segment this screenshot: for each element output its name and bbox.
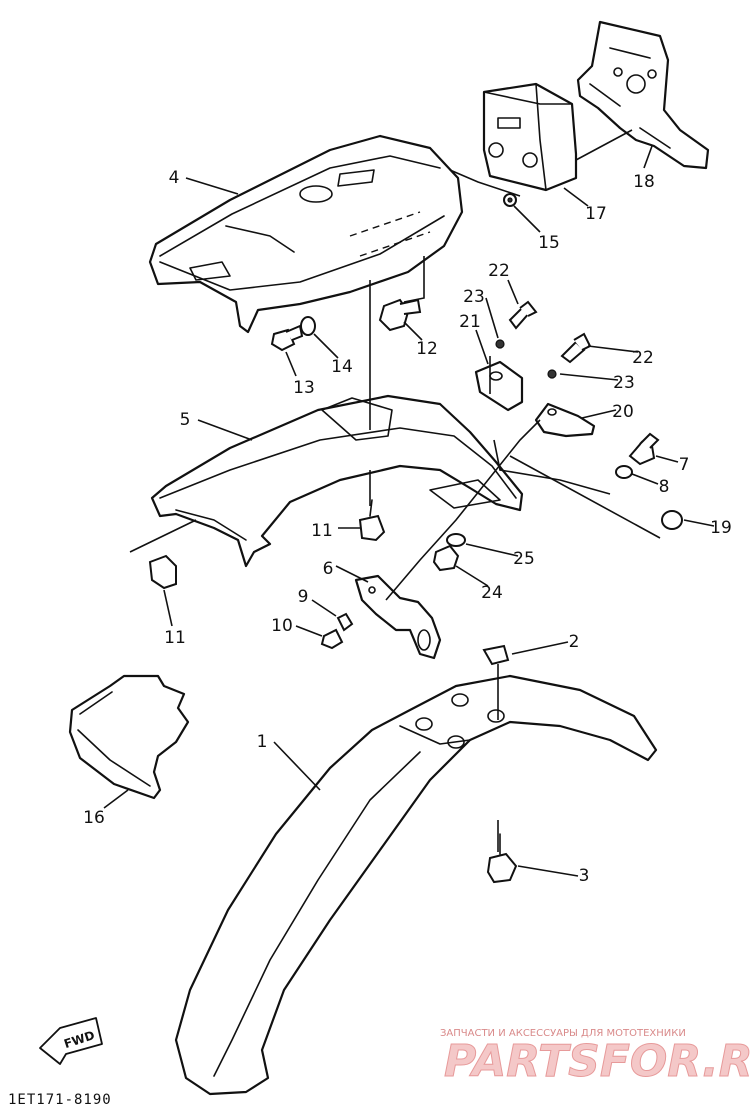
hardware — [148, 193, 683, 884]
callout-19: 19 — [710, 518, 732, 538]
assembly-lines — [129, 129, 661, 852]
callout-18: 18 — [633, 172, 655, 192]
callout-12: 12 — [416, 339, 438, 359]
callout-17: 17 — [585, 204, 607, 224]
callout-11: 11 — [311, 521, 333, 541]
callout-14: 14 — [331, 357, 353, 377]
callout-4: 4 — [169, 168, 180, 188]
callout-1: 1 — [257, 732, 268, 752]
diagram-code: 1ET171-8190 — [8, 1092, 112, 1108]
callout-3: 3 — [579, 866, 590, 886]
callout-11: 11 — [164, 628, 186, 648]
forward-arrow-icon: FWD — [39, 1017, 103, 1065]
callout-9: 9 — [298, 587, 309, 607]
callout-13: 13 — [293, 378, 315, 398]
callout-22: 22 — [632, 348, 654, 368]
tail-lamp-part-17 — [482, 82, 578, 192]
taillight-bracket-part-18 — [576, 20, 710, 170]
rear-fender-inner-part-5 — [150, 394, 524, 568]
bracket-part-21 — [474, 360, 524, 412]
callout-6: 6 — [323, 559, 334, 579]
callout-7: 7 — [679, 455, 690, 475]
callout-10: 10 — [271, 616, 293, 636]
callout-2: 2 — [569, 632, 580, 652]
callout-15: 15 — [538, 233, 560, 253]
callout-16: 16 — [83, 808, 105, 828]
front-fender-part-1 — [174, 674, 658, 1096]
bracket-part-20 — [534, 402, 596, 438]
callout-21: 21 — [459, 312, 481, 332]
rear-cover-part-4 — [148, 134, 464, 334]
watermark-brand: PARTSFOR.RU — [444, 1036, 754, 1087]
leader-lines — [103, 145, 715, 877]
mud-guard-part-16 — [68, 674, 190, 800]
watermark-tagline: ЗАПЧАСТИ И АКСЕССУАРЫ ДЛЯ МОТОТЕХНИКИ — [440, 1028, 686, 1039]
callout-labels: 1234567891011111213141516171819202122222… — [83, 168, 732, 886]
callout-23: 23 — [613, 373, 635, 393]
callout-24: 24 — [481, 583, 503, 603]
watermark: ЗАПЧАСТИ И АКСЕССУАРЫ ДЛЯ МОТОТЕХНИКИ PA… — [440, 1028, 754, 1088]
callout-22: 22 — [488, 261, 510, 281]
callout-23: 23 — [463, 287, 485, 307]
callout-8: 8 — [659, 477, 670, 497]
callout-5: 5 — [180, 410, 191, 430]
license-bracket-part-6 — [354, 574, 442, 660]
callout-25: 25 — [513, 549, 535, 569]
callout-20: 20 — [612, 402, 634, 422]
